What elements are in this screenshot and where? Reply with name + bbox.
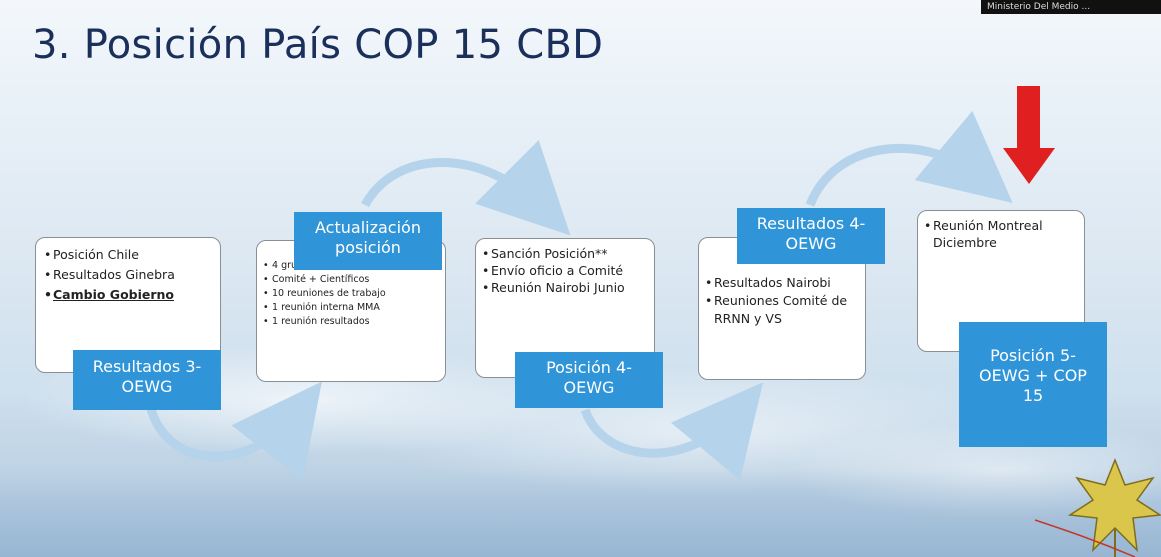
stage5-tag-line: 15: [1022, 386, 1044, 405]
stage3-bullet: Reunión Nairobi Junio: [482, 279, 648, 296]
stage1-tag-line: Resultados 3-: [92, 357, 202, 376]
stage1-tag-line: OEWG: [121, 377, 173, 396]
stage1-bullet: Cambio Gobierno: [44, 285, 212, 305]
connector-arrow-3: [580, 382, 764, 481]
stage5-tag-line: OEWG + COP: [979, 366, 1087, 385]
connector-arrow-1: [145, 381, 322, 481]
stage4-tag: Resultados 4- OEWG: [737, 208, 885, 264]
stage3-tag: Posición 4- OEWG: [515, 352, 663, 408]
red-down-arrow-icon: [1003, 86, 1055, 184]
stage2-tag: Actualización posición: [294, 212, 442, 270]
stage4-tag-line: OEWG: [785, 234, 837, 253]
stage5-tag-line: Posición 5-: [990, 346, 1076, 365]
stage2-bullet: 1 reunión interna MMA: [263, 301, 439, 315]
stage1-bullet: Resultados Ginebra: [44, 265, 212, 285]
connector-arrow-4: [805, 110, 1013, 207]
presenter-thumbnail[interactable]: Ministerio Del Medio ...: [981, 0, 1161, 14]
stage2-bullet: 10 reuniones de trabajo: [263, 287, 439, 301]
slide-title: 3. Posición País COP 15 CBD: [32, 22, 604, 68]
stage3-bullet: Envío oficio a Comité: [482, 262, 648, 279]
stage4-tag-line: Resultados 4-: [756, 214, 866, 233]
background-band: [0, 470, 1161, 557]
autumn-leaf-icon: [1034, 457, 1161, 557]
stage4-bullet: Resultados Nairobi: [705, 274, 859, 292]
stage2-tag-line: Actualización: [315, 218, 421, 237]
stage3-bullet: Sanción Posición**: [482, 245, 648, 262]
stage3-tag-line: OEWG: [563, 378, 615, 397]
stage3-box: Sanción Posición** Envío oficio a Comité…: [475, 238, 655, 378]
stage1-bullet: Posición Chile: [44, 245, 212, 265]
stage3-tag-line: Posición 4-: [546, 358, 632, 377]
connector-arrow-2: [361, 140, 571, 236]
stage4-bullet: Reuniones Comité de RRNN y VS: [705, 292, 859, 328]
stage1-tag: Resultados 3- OEWG: [73, 350, 221, 410]
stage2-tag-line: posición: [335, 238, 401, 257]
stage2-bullet: Comité + Científicos: [263, 273, 439, 287]
stage5-bullet: Reunión Montreal Diciembre: [924, 217, 1078, 251]
stage5-tag: Posición 5- OEWG + COP 15: [959, 322, 1107, 447]
stage2-bullet: 1 reunión resultados: [263, 315, 439, 329]
